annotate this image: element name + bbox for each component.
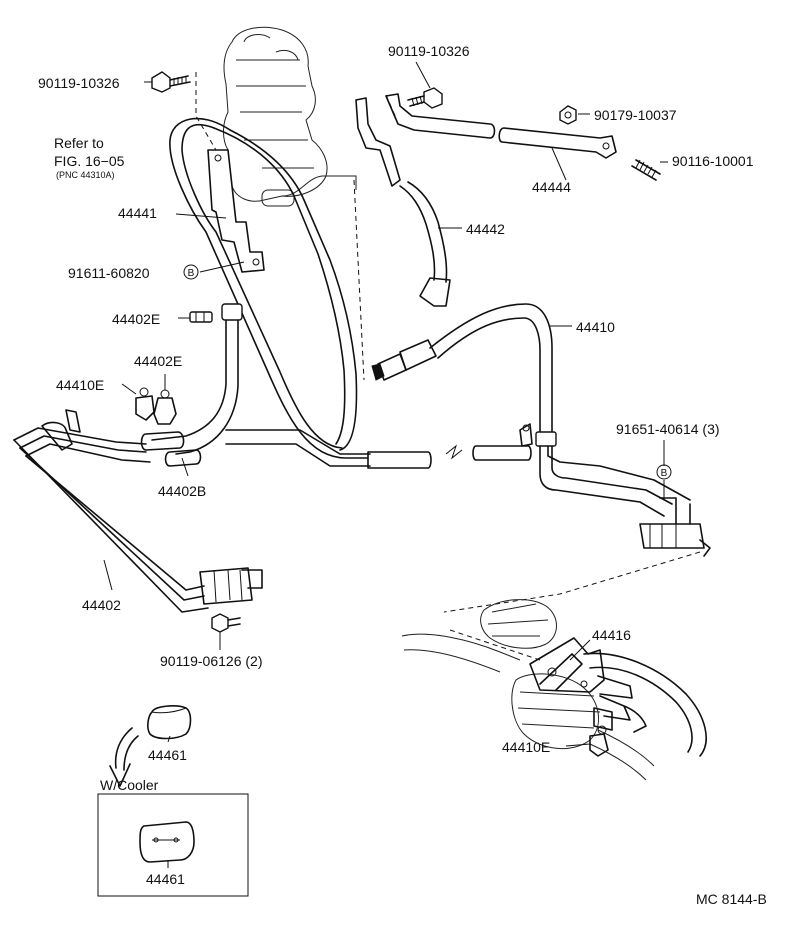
callout-labels: 90119-10326 90119-10326 90179-10037 9011… [38,43,767,907]
label-bolt-91651-40614: 91651-40614 (3) [616,421,720,437]
label-clamp-44410e-left: 44410E [56,377,104,393]
cooler-box [97,793,249,897]
tube-44402[interactable] [13,409,263,613]
cap-44461-cooler[interactable] [139,821,195,863]
cap-44461[interactable] [147,705,192,740]
bolt-90119-10326-left[interactable] [151,71,191,93]
label-bolt-90119-10326-left: 90119-10326 [38,75,120,91]
hose-44441[interactable] [169,117,369,459]
cooler-arrow [109,727,139,787]
pump-outline [223,26,357,207]
label-tube-44402: 44402 [82,597,121,613]
bolt-90119-06126[interactable] [211,613,241,633]
label-bolt-90119-10326-center: 90119-10326 [388,43,470,59]
gear-assembly-44416[interactable] [401,599,707,781]
clamp-44410e-left[interactable] [135,387,155,421]
svg-text:B: B [188,268,195,279]
circle-marker-b-left: B [183,264,199,280]
bracket-44441 [207,149,265,273]
label-cap-44461-cooler: 44461 [146,871,185,887]
label-bolt-91611-60820: 91611-60820 [68,265,150,281]
nut-90179-10037[interactable] [559,105,577,125]
clamp-top-right [519,423,533,447]
label-hose-44410: 44410 [576,319,615,335]
drawing-code: MC 8144-B [696,891,767,907]
hose-center-stub [367,444,532,469]
hose-44402b[interactable] [140,303,371,467]
leader-lines [103,61,668,868]
label-hose-44442: 44442 [466,221,505,237]
label-hose-44402b: 44402B [158,483,206,499]
label-union-bolt-44402e: 44402E [112,311,160,327]
reference-note-line3: (PNC 44310A) [56,170,115,180]
reference-note-line1: Refer to [54,135,104,151]
label-cap-44461: 44461 [148,747,187,763]
label-bolt-90119-06126: 90119-06126 (2) [160,653,262,669]
svg-text:B: B [661,468,668,479]
label-nut-90179-10037: 90179-10037 [594,107,677,123]
bolt-90119-10326-center[interactable] [407,87,443,109]
label-clamp-44402e: 44402E [134,353,182,369]
label-bolt-90116-10001: 90116-10001 [672,153,754,169]
hose-44410[interactable] [371,303,691,517]
fitting-cluster-right [639,497,711,557]
reference-note-line2: FIG. 16−05 [54,153,125,169]
cooler-box-title: W/Cooler [100,777,159,793]
label-clamp-44410e-bottom: 44410E [502,739,550,755]
label-bracket-44444: 44444 [532,179,571,195]
assembly-dashed-lines [195,72,701,661]
bracket-44444[interactable] [385,93,617,159]
bolt-90116-10001[interactable] [631,159,661,181]
label-hose-44441: 44441 [118,205,157,221]
circle-marker-b-right: B [656,464,672,480]
union-bolt-44402e[interactable] [189,311,213,323]
clamp-44402e[interactable] [153,374,177,425]
clamp-44410e-bottom[interactable] [589,725,609,757]
label-gear-assembly-44416: 44416 [592,627,631,643]
hose-44442[interactable] [355,97,451,307]
